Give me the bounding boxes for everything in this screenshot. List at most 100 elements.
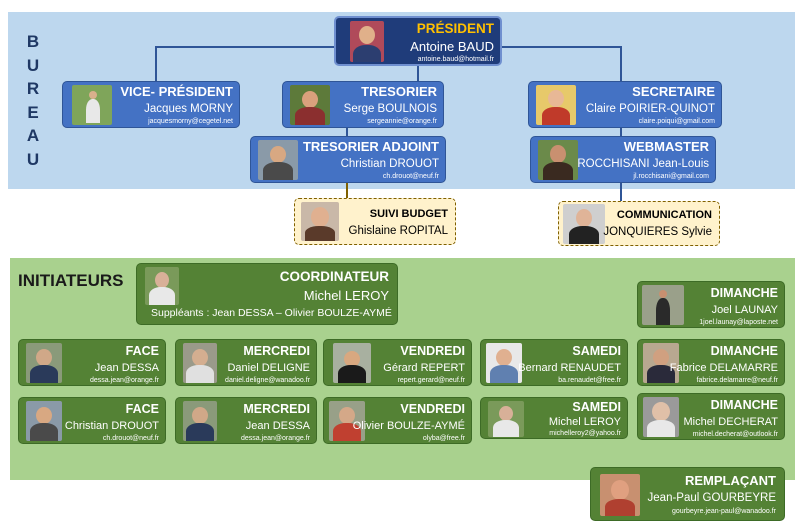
face-name: Jean DESSA (94, 362, 159, 374)
face-photo (26, 401, 62, 441)
mercredi-name: Jean DESSA (245, 420, 310, 432)
connector-line (620, 46, 622, 82)
vendredi-photo (329, 401, 365, 441)
coordinateur-suppleants: Suppléants : Jean DESSA – Olivier BOULZE… (151, 307, 392, 319)
dimanche-email: 1joel.launay@laposte.net (699, 319, 778, 326)
remplacant-email: gourbeyre.jean-paul@wanadoo.fr (671, 508, 776, 515)
connector-line (620, 182, 622, 202)
tresorier-email: sergeannie@orange.fr (367, 118, 437, 125)
vice-president-email: jacquesmorny@cegetel.net (148, 118, 233, 125)
samedi-photo (488, 401, 524, 437)
vendredi-card: VENDREDI Olivier BOULZE-AYMÉ olyba@free.… (323, 397, 472, 444)
samedi-name: Bernard RENAUDET (518, 362, 621, 374)
suivi-budget-photo (301, 202, 339, 241)
dimanche-email: fabrice.delamarre@neuf.fr (696, 377, 778, 384)
vice-president-role: VICE- PRÉSIDENT (120, 84, 233, 99)
webmaster-email: jl.rocchisani@gmail.com (633, 173, 709, 180)
secretaire-role: SECRETAIRE (632, 84, 715, 99)
communication-card: COMMUNICATION JONQUIERES Sylvie (558, 201, 720, 246)
mercredi-photo (183, 343, 217, 383)
secretaire-email: claire.poiqui@gmail.com (638, 118, 715, 125)
vendredi-photo (333, 343, 371, 383)
tresorier-role: TRESORIER (361, 84, 437, 99)
president-name: Antoine BAUD (410, 39, 494, 54)
president-card: PRÉSIDENT Antoine BAUD antoine.baud@hotm… (334, 16, 502, 66)
remplacant-role: REMPLAÇANT (685, 473, 776, 488)
vendredi-email: repert.gerard@neuf.fr (397, 377, 465, 384)
vice-president-name: Jacques MORNY (144, 103, 233, 115)
samedi-email: ba.renaudet@free.fr (558, 377, 621, 384)
mercredi-card: MERCREDI Daniel DELIGNE daniel.deligne@w… (175, 339, 317, 386)
tresorier-adjoint-email: ch.drouot@neuf.fr (382, 173, 439, 180)
face-email: ch.drouot@neuf.fr (102, 435, 159, 442)
remplacant-card: REMPLAÇANT Jean-Paul GOURBEYRE gourbeyre… (590, 467, 785, 521)
connector-line (346, 127, 348, 137)
face-card: FACE Christian DROUOT ch.drouot@neuf.fr (18, 397, 166, 444)
suivi-budget-role: SUIVI BUDGET (369, 208, 448, 220)
remplacant-photo (600, 474, 640, 516)
bureau-letter: U (26, 55, 40, 75)
president-role: PRÉSIDENT (416, 21, 494, 36)
connector-line (500, 46, 622, 48)
samedi-name: Michel LEROY (548, 416, 621, 428)
bureau-letter: B (26, 32, 40, 51)
vendredi-name: Olivier BOULZE-AYMÉ (352, 420, 465, 432)
connector-line (155, 46, 157, 82)
communication-name: JONQUIERES Sylvie (603, 226, 712, 238)
secretaire-name: Claire POIRIER-QUINOT (585, 103, 715, 115)
dimanche-card: DIMANCHE Michel DECHERAT michel.decherat… (637, 393, 785, 440)
samedi-role: SAMEDI (572, 400, 621, 414)
bureau-letter: A (26, 126, 40, 145)
communication-photo (563, 204, 605, 244)
face-email: dessa.jean@orange.fr (90, 377, 159, 384)
webmaster-photo (538, 140, 578, 180)
dimanche-role: DIMANCHE (710, 286, 778, 300)
mercredi-email: dessa.jean@orange.fr (241, 435, 310, 442)
vendredi-card: VENDREDI Gérard REPERT repert.gerard@neu… (323, 339, 472, 386)
connector-line (155, 46, 336, 48)
webmaster-card: WEBMASTER ROCCHISANI Jean-Louis jl.rocch… (530, 136, 716, 183)
bureau-letter: R (26, 79, 40, 98)
dimanche-name: Fabrice DELAMARRE (669, 362, 778, 374)
webmaster-name: ROCCHISANI Jean-Louis (577, 158, 709, 170)
face-name: Christian DROUOT (64, 420, 159, 432)
samedi-role: SAMEDI (572, 344, 621, 358)
dimanche-photo (643, 343, 679, 383)
dimanche-name: Joel LAUNAY (711, 304, 778, 316)
coordinateur-role: COORDINATEUR (279, 269, 389, 284)
dimanche-card: DIMANCHE Joel LAUNAY 1joel.launay@lapost… (637, 281, 785, 328)
tresorier-adjoint-role: TRESORIER ADJOINT (302, 139, 439, 154)
vice-president-card: VICE- PRÉSIDENT Jacques MORNY jacquesmor… (62, 81, 240, 128)
suivi-budget-name: Ghislaine ROPITAL (348, 225, 449, 237)
dimanche-name: Michel DECHERAT (683, 416, 778, 428)
coordinateur-card: COORDINATEUR Michel LEROY Suppléants : J… (136, 263, 398, 325)
initiateurs-title: INITIATEURS (18, 271, 124, 290)
vendredi-name: Gérard REPERT (383, 362, 465, 374)
dimanche-role: DIMANCHE (710, 398, 778, 412)
face-role: FACE (125, 344, 159, 358)
webmaster-role: WEBMASTER (623, 139, 709, 154)
dimanche-photo (643, 397, 679, 437)
vendredi-email: olyba@free.fr (422, 435, 465, 442)
coordinateur-photo (145, 267, 179, 305)
communication-role: COMMUNICATION (616, 209, 712, 221)
president-email: antoine.baud@hotmail.fr (417, 56, 494, 63)
vendredi-role: VENDREDI (400, 344, 465, 358)
tresorier-adjoint-name: Christian DROUOT (340, 158, 439, 170)
face-card: FACE Jean DESSA dessa.jean@orange.fr (18, 339, 166, 386)
remplacant-name: Jean-Paul GOURBEYRE (647, 492, 776, 504)
vice-president-photo (72, 85, 112, 125)
tresorier-adjoint-card: TRESORIER ADJOINT Christian DROUOT ch.dr… (250, 136, 446, 183)
samedi-photo (486, 343, 522, 383)
samedi-card: SAMEDI Michel LEROY michelleroy2@yahoo.f… (480, 397, 628, 439)
tresorier-photo (290, 85, 330, 125)
vendredi-role: VENDREDI (400, 402, 465, 416)
coordinateur-name: Michel LEROY (303, 288, 389, 303)
mercredi-role: MERCREDI (243, 402, 310, 416)
connector-line (620, 128, 622, 136)
mercredi-role: MERCREDI (243, 344, 310, 358)
bureau-letter: E (27, 102, 39, 122)
suivi-budget-card: SUIVI BUDGET Ghislaine ROPITAL (294, 198, 456, 245)
bureau-vertical-label: B U R E A U (22, 30, 44, 171)
tresorier-name: Serge BOULNOIS (343, 103, 437, 115)
